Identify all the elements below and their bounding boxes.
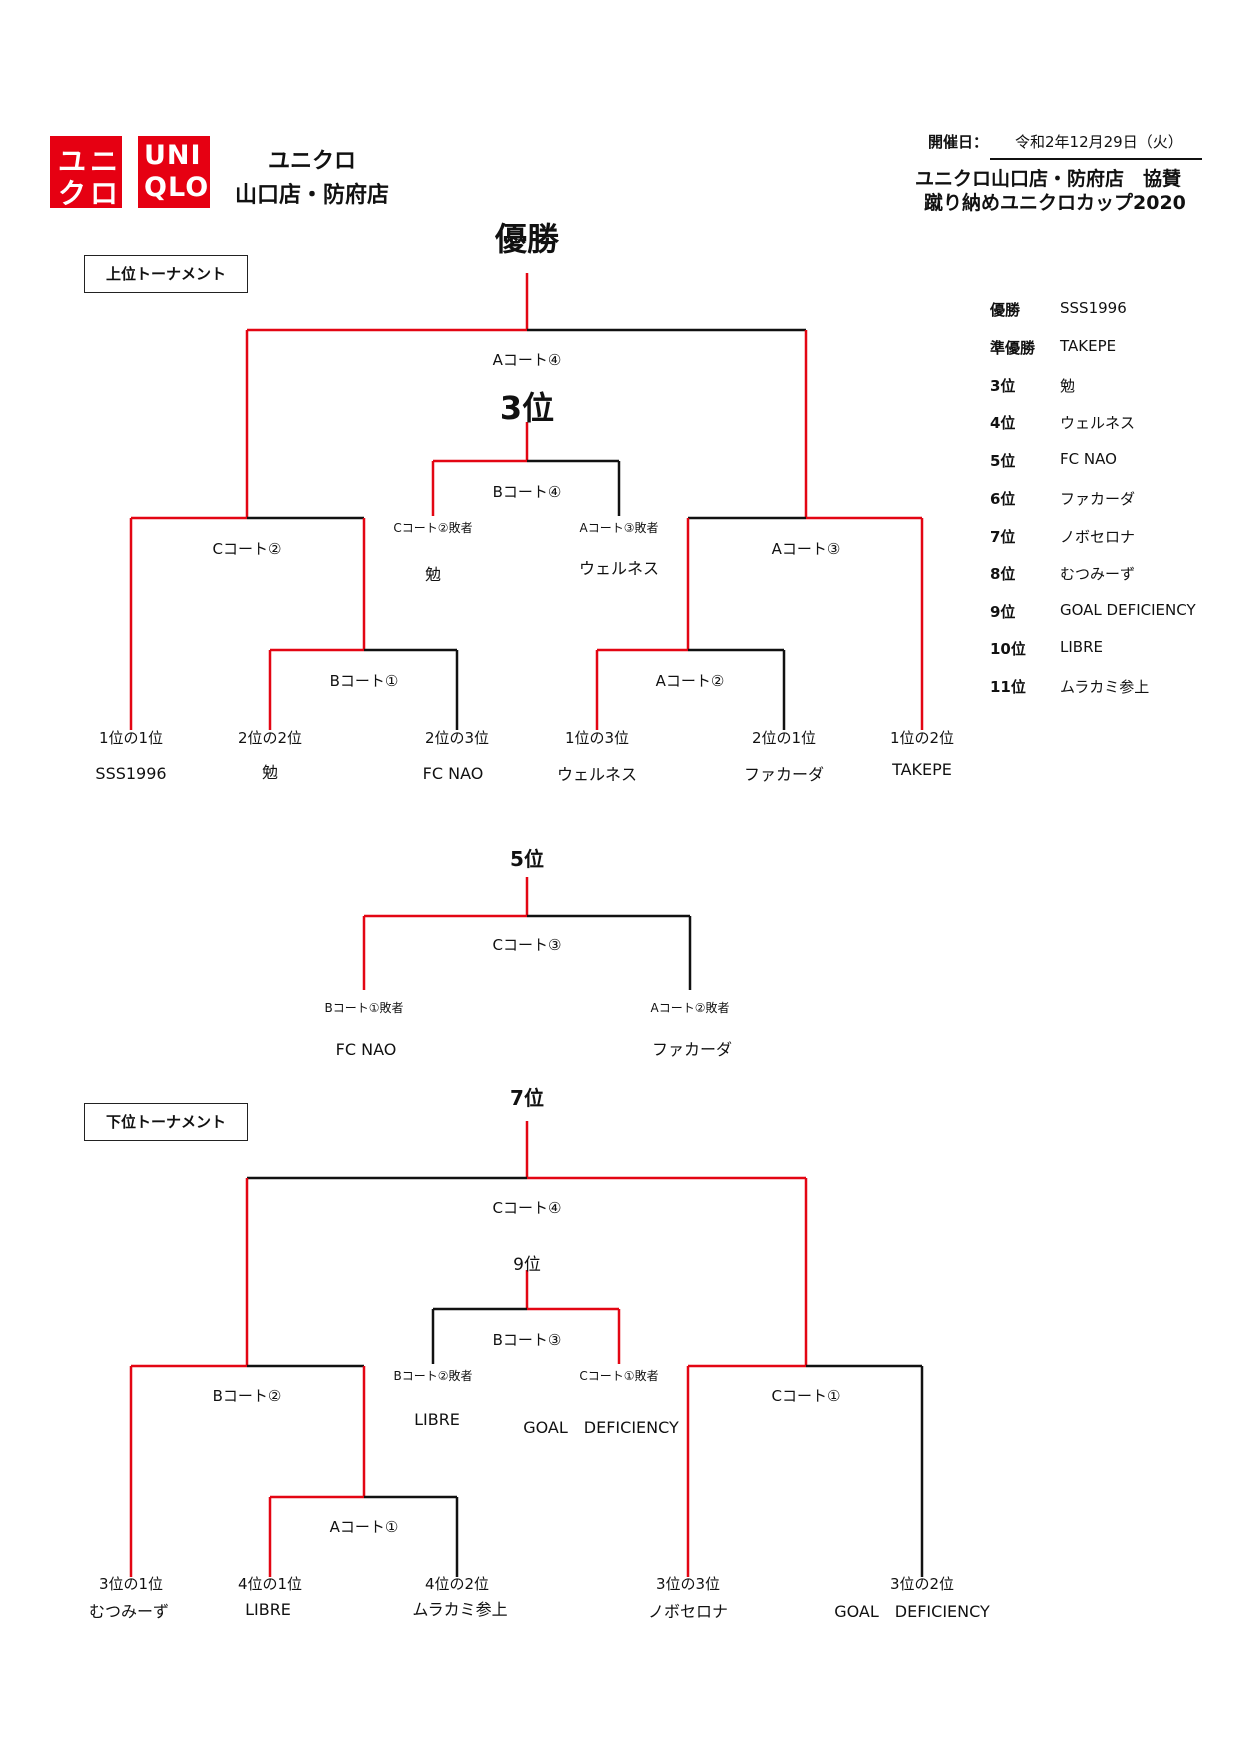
seed-label: 3位の1位 bbox=[98, 1575, 164, 1593]
seventh-place-title: 7位 bbox=[510, 1086, 544, 1110]
uniqlo-logo-latin: UNI QLO bbox=[138, 136, 210, 208]
fifth-place-court: Cコート③ bbox=[492, 936, 562, 954]
semi-left-court: Cコート② bbox=[212, 540, 282, 558]
seed-label: 4位の1位 bbox=[237, 1575, 303, 1593]
third-left-label: Cコート②敗者 bbox=[393, 521, 473, 535]
seed-team: ムラカミ参上 bbox=[412, 1600, 508, 1619]
seed-team: LIBRE bbox=[245, 1600, 291, 1619]
seed-team: ファカーダ bbox=[743, 765, 825, 784]
seed-team: FC NAO bbox=[422, 764, 484, 783]
final-court: Aコート④ bbox=[492, 351, 562, 369]
result-rank: 準優勝 bbox=[990, 339, 1036, 357]
fifth-left-team: FC NAO bbox=[335, 1040, 397, 1059]
fifth-right-label: Aコート②敗者 bbox=[650, 1001, 730, 1015]
logo-text: ユニ bbox=[58, 145, 123, 178]
logo-text: QLO bbox=[144, 172, 210, 203]
seed-label: 2位の3位 bbox=[424, 729, 490, 747]
ninth-place-title: 9位 bbox=[513, 1255, 541, 1275]
third-right-label: Aコート③敗者 bbox=[579, 521, 659, 535]
result-team: SSS1996 bbox=[1060, 299, 1127, 317]
result-rank: 4位 bbox=[990, 414, 1016, 432]
ninth-left-team: LIBRE bbox=[414, 1410, 460, 1429]
event-sponsor: ユニクロ山口店・防府店 協賛 bbox=[915, 168, 1182, 190]
qf-left-court: Bコート① bbox=[329, 672, 399, 690]
seed-team: 勉 bbox=[261, 763, 279, 782]
seed-team: ノボセロナ bbox=[647, 1602, 729, 1621]
result-rank: 11位 bbox=[990, 678, 1026, 696]
uniqlo-logo-katakana: ユニ クロ bbox=[50, 136, 123, 210]
ninth-left-label: Bコート②敗者 bbox=[393, 1369, 473, 1383]
third-place-court: Bコート④ bbox=[492, 483, 562, 501]
logo-text: UNI bbox=[144, 140, 202, 171]
lower-tournament-label: 下位トーナメント bbox=[84, 1103, 248, 1141]
result-rank: 優勝 bbox=[990, 301, 1021, 319]
logo-text: クロ bbox=[58, 177, 123, 210]
event-title: 蹴り納めユニクロカップ2020 bbox=[924, 192, 1186, 214]
third-left-team: 勉 bbox=[424, 565, 442, 584]
seed-label: 1位の1位 bbox=[98, 729, 164, 747]
result-team: TAKEPE bbox=[1060, 337, 1117, 355]
upper-tournament-label: 上位トーナメント bbox=[84, 255, 248, 293]
fifth-right-team: ファカーダ bbox=[651, 1040, 733, 1059]
result-rank: 9位 bbox=[990, 603, 1016, 621]
result-team: ムラカミ参上 bbox=[1060, 678, 1150, 696]
result-rank: 3位 bbox=[990, 377, 1016, 395]
result-rank: 10位 bbox=[990, 640, 1026, 658]
seed-team: TAKEPE bbox=[892, 760, 952, 779]
seed-label: 2位の1位 bbox=[751, 729, 817, 747]
seed-label: 4位の2位 bbox=[424, 1575, 490, 1593]
ninth-right-label: Cコート①敗者 bbox=[579, 1369, 659, 1383]
seed-team: むつみーず bbox=[88, 1602, 170, 1621]
ninth-place-court: Bコート③ bbox=[492, 1331, 562, 1349]
result-rank: 7位 bbox=[990, 528, 1016, 546]
result-team: LIBRE bbox=[1060, 638, 1103, 656]
date-label: 開催日： bbox=[928, 133, 989, 151]
third-right-team: ウェルネス bbox=[578, 559, 660, 578]
result-rank: 8位 bbox=[990, 565, 1016, 583]
fifth-place-title: 5位 bbox=[510, 847, 544, 871]
date-underline bbox=[990, 158, 1202, 160]
result-team: FC NAO bbox=[1060, 450, 1117, 468]
seed-label: 1位の3位 bbox=[564, 729, 630, 747]
result-team: ウェルネス bbox=[1060, 414, 1136, 432]
seed-team: GOAL DEFICIENCY bbox=[834, 1602, 990, 1621]
seed-team: SSS1996 bbox=[95, 764, 167, 783]
result-rank: 6位 bbox=[990, 490, 1016, 508]
seed-label: 3位の2位 bbox=[889, 1575, 955, 1593]
lower-qf-court: Aコート① bbox=[329, 1518, 399, 1536]
seed-label: 2位の2位 bbox=[237, 729, 303, 747]
seed-team: ウェルネス bbox=[556, 765, 638, 784]
final-title: 優勝 bbox=[494, 220, 560, 258]
result-team: ファカーダ bbox=[1060, 490, 1136, 508]
result-team: むつみーず bbox=[1060, 565, 1136, 583]
third-place-title: 3位 bbox=[499, 389, 555, 427]
seed-label: 3位の3位 bbox=[655, 1575, 721, 1593]
result-team: 勉 bbox=[1060, 377, 1076, 395]
ninth-right-team: GOAL DEFICIENCY bbox=[523, 1418, 679, 1437]
result-team: ノボセロナ bbox=[1060, 528, 1136, 546]
seventh-place-court: Cコート④ bbox=[492, 1199, 562, 1217]
seed-label: 1位の2位 bbox=[889, 729, 955, 747]
brand-name: ユニクロ bbox=[268, 149, 357, 174]
brand-stores: 山口店・防府店 bbox=[235, 183, 390, 208]
lower-semi-right-court: Cコート① bbox=[771, 1387, 841, 1405]
semi-right-court: Aコート③ bbox=[771, 540, 841, 558]
qf-right-court: Aコート② bbox=[655, 672, 725, 690]
result-rank: 5位 bbox=[990, 452, 1016, 470]
fifth-left-label: Bコート①敗者 bbox=[324, 1001, 404, 1015]
lower-semi-left-court: Bコート② bbox=[212, 1387, 282, 1405]
result-team: GOAL DEFICIENCY bbox=[1060, 601, 1196, 619]
date-value: 令和2年12月29日（火） bbox=[1015, 133, 1183, 151]
